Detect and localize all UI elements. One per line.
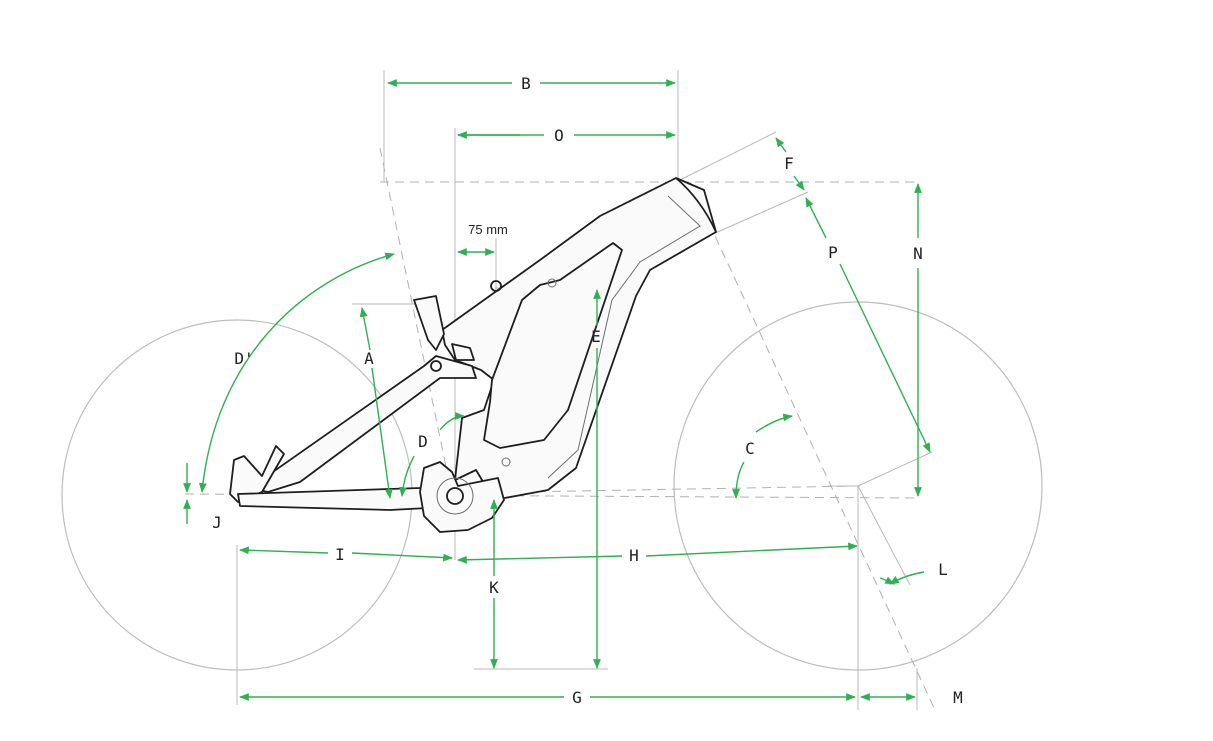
dim-a-line: [359, 307, 371, 351]
label-c: C: [745, 439, 755, 458]
dimension-lines: [183, 79, 931, 701]
label-a: A: [364, 349, 374, 368]
label-d: D: [418, 432, 428, 451]
label-h: H: [629, 546, 639, 565]
label-m: M: [953, 688, 963, 707]
label-g: G: [572, 688, 582, 707]
label-b: B: [521, 74, 531, 93]
dim-l-arc: [889, 571, 925, 585]
label-d-prime: D': [234, 349, 253, 368]
dim-p-line: [805, 197, 827, 239]
dim-h-line: [457, 555, 623, 564]
dim-d-prime-arc: [198, 252, 395, 493]
dim-d-arrow: [439, 412, 465, 431]
label-f: F: [784, 154, 794, 173]
dim-f-line: [775, 137, 787, 153]
bike-frame: [229, 177, 717, 533]
dimension-labels: B O 75 mm F N P D' A E D C J I H K L G M: [212, 74, 963, 707]
label-l: L: [938, 560, 948, 579]
label-75mm: 75 mm: [468, 222, 508, 237]
label-j: J: [212, 513, 222, 532]
label-i: I: [335, 545, 345, 564]
label-p: P: [828, 243, 838, 262]
label-o: O: [554, 126, 564, 145]
dim-c-arc: [755, 413, 793, 433]
dim-i-line: [239, 546, 329, 555]
label-e: E: [591, 327, 601, 346]
label-k: K: [489, 578, 499, 597]
label-n: N: [913, 244, 923, 263]
